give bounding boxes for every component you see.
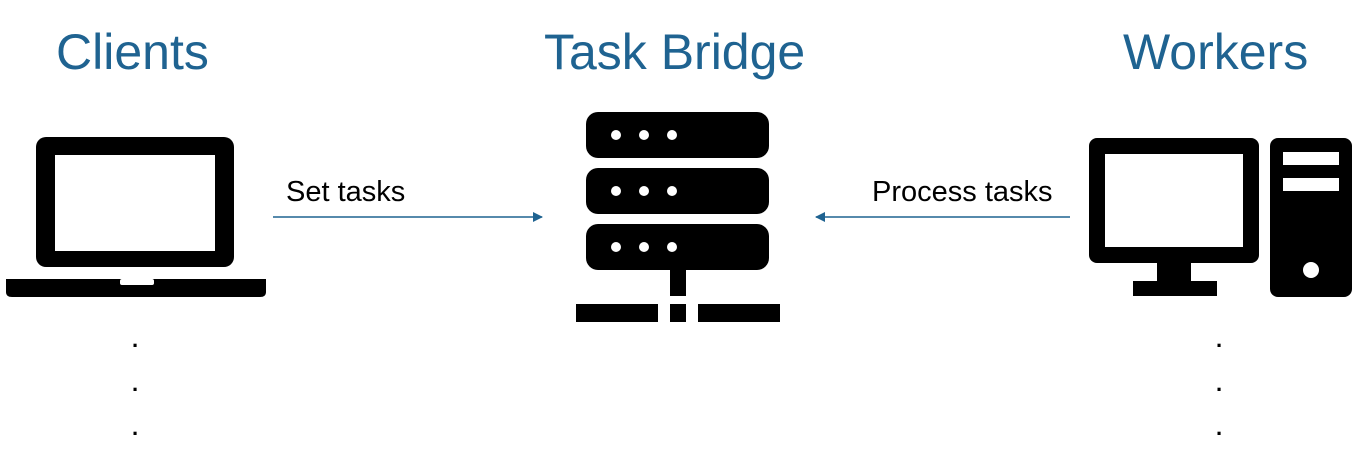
ellipsis-dot: . [131, 327, 139, 352]
process-tasks-label: Process tasks [872, 176, 1053, 208]
workers-ellipsis: . . . [1214, 318, 1224, 450]
ellipsis-dot: . [131, 415, 139, 440]
workers-heading: Workers [1123, 24, 1309, 80]
clients-ellipsis: . . . [130, 318, 140, 450]
ellipsis-dot: . [1215, 327, 1223, 352]
ellipsis-dot: . [131, 371, 139, 396]
ellipsis-dot: . [1215, 415, 1223, 440]
ellipsis-dot: . [1215, 371, 1223, 396]
task-bridge-heading: Task Bridge [544, 24, 806, 80]
desktop-computer-icon [1089, 138, 1352, 297]
server-icon [576, 112, 780, 322]
clients-heading: Clients [56, 24, 209, 80]
set-tasks-label: Set tasks [286, 176, 406, 208]
laptop-icon [6, 137, 266, 297]
